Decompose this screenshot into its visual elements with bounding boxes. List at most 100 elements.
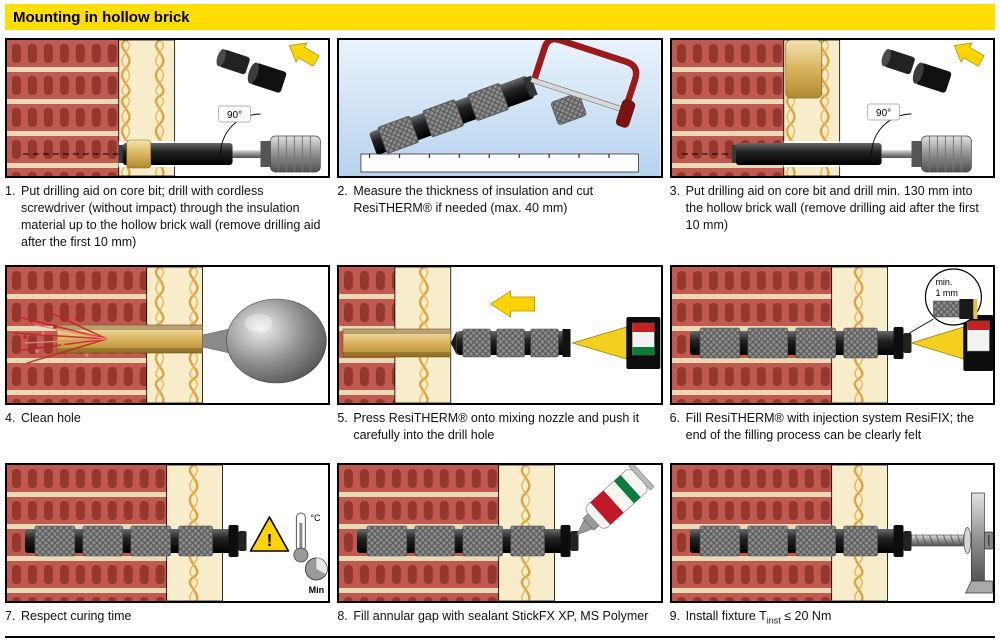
step-text-subscript: inst — [766, 615, 781, 626]
drill-chuck — [911, 135, 972, 173]
step-number: 3. — [669, 184, 681, 198]
inset-label-line2: 1 mm — [935, 288, 957, 298]
cut-piece — [551, 93, 587, 125]
sealant-tube — [576, 465, 655, 536]
step-number: 9. — [669, 609, 681, 623]
step-number: 2. — [337, 184, 348, 198]
clock-icon: Min — [304, 557, 328, 595]
resitherm-anchor — [451, 328, 571, 358]
warning-triangle-icon: ! — [249, 516, 290, 552]
step-text: Put drilling aid on core bit and drill m… — [685, 184, 979, 232]
angle-indicator: 90° — [866, 103, 912, 155]
drilling-aid-sleeve — [785, 40, 822, 99]
mixing-nozzle — [909, 326, 964, 360]
step-5-caption: 5. Press ResiTHERM® onto mixing nozzle a… — [337, 410, 662, 463]
resitherm-anchor — [689, 524, 912, 558]
step-text: Measure the thickness of insulation and … — [353, 184, 594, 215]
step-4-figure — [7, 267, 327, 403]
step-1-illustration: 90° — [5, 38, 331, 178]
thermometer-icon: °C — [293, 512, 321, 563]
drill-chuck — [260, 135, 321, 173]
step-6-figure: min. 1 mm — [671, 267, 993, 403]
washer — [963, 527, 971, 554]
step-7-caption: 7. Respect curing time — [5, 608, 330, 634]
step-number: 6. — [669, 411, 681, 425]
step-2-caption: 2. Measure the thickness of insulation a… — [337, 183, 662, 265]
inset-detail: min. 1 mm — [908, 268, 982, 334]
step-7-figure: ! °C Min — [7, 465, 328, 601]
step-9-caption: 9. Install fixture Tinst ≤ 20 Nm — [670, 608, 995, 634]
step-text-after: ≤ 20 Nm — [780, 609, 832, 623]
step-3: 90° 3. Put drilling — [669, 38, 995, 265]
step-1-caption: 1. Put drilling aid on core bit; drill w… — [5, 183, 330, 265]
drill-hole — [343, 328, 452, 358]
resitherm-anchor — [24, 524, 247, 558]
drill-hole — [56, 324, 203, 354]
step-5-figure — [339, 267, 661, 403]
step-text: Respect curing time — [21, 609, 132, 623]
fixture-screw — [910, 527, 971, 554]
injection-cartridge — [626, 317, 661, 369]
bottom-rule — [5, 636, 995, 638]
resitherm-anchor — [370, 75, 538, 155]
resitherm-anchor — [356, 524, 580, 558]
temperature-label: °C — [310, 513, 321, 523]
step-text: Fill ResiTHERM® with injection system Re… — [685, 411, 975, 442]
steps-row-1: 90° 1. Put drilling — [0, 38, 1000, 265]
step-text: Install fixture Tinst ≤ 20 Nm — [686, 608, 991, 634]
hacksaw-icon — [530, 40, 640, 128]
step-9-illustration — [669, 463, 995, 603]
step-3-illustration: 90° — [669, 38, 995, 178]
angle-indicator: 90° — [218, 105, 261, 155]
step-6: min. 1 mm 6. Fill ResiTHERM® with inject… — [669, 265, 995, 463]
step-4-caption: 4. Clean hole — [5, 410, 330, 463]
step-3-figure: 90° — [671, 40, 985, 176]
yellow-arrow-icon — [953, 42, 985, 67]
step-3-caption: 3. Put drilling aid on core bit and dril… — [670, 183, 995, 265]
blower-bulb — [202, 298, 327, 384]
drilling-aid-parts — [881, 49, 951, 93]
step-number: 5. — [337, 411, 348, 425]
angle-label: 90° — [227, 110, 242, 121]
step-9-figure — [671, 465, 993, 601]
step-2-illustration — [337, 38, 663, 178]
wall-section — [7, 40, 176, 176]
step-6-illustration: min. 1 mm — [669, 265, 995, 405]
page-header: Mounting in hollow brick — [5, 4, 995, 30]
step-number: 8. — [337, 609, 348, 623]
step-number: 4. — [5, 411, 16, 425]
step-text: Put drilling aid on core bit; drill with… — [21, 184, 321, 249]
ruler — [360, 153, 640, 173]
step-text: Fill annular gap with sealant StickFX XP… — [353, 609, 649, 623]
step-text: Press ResiTHERM® onto mixing nozzle and … — [353, 411, 640, 442]
step-8-figure — [339, 465, 655, 601]
step-9: 9. Install fixture Tinst ≤ 20 Nm — [669, 463, 995, 634]
step-2: 2. Measure the thickness of insulation a… — [337, 38, 663, 265]
step-5-illustration — [337, 265, 663, 405]
step-number: 7. — [5, 609, 16, 623]
drilling-aid-parts — [216, 49, 287, 93]
drilling-aid-ring — [126, 139, 151, 169]
svg-text:!: ! — [266, 530, 272, 550]
step-7: ! °C Min 7. Respect curing time — [5, 463, 331, 634]
injection-cartridge — [963, 315, 993, 371]
step-7-illustration: ! °C Min — [5, 463, 331, 603]
steps-row-2: 4. Clean hole — [0, 265, 1000, 463]
step-1: 90° 1. Put drilling — [5, 38, 331, 265]
step-4-illustration — [5, 265, 331, 405]
mixing-nozzle — [571, 326, 628, 360]
inset-label-line1: min. — [935, 277, 952, 287]
step-5: 5. Press ResiTHERM® onto mixing nozzle a… — [337, 265, 663, 463]
page-title: Mounting in hollow brick — [13, 8, 190, 26]
step-number: 1. — [5, 184, 16, 198]
time-label: Min — [309, 585, 324, 595]
core-bit — [731, 143, 912, 165]
step-1-figure: 90° — [7, 40, 321, 176]
dust-spray — [12, 310, 108, 364]
yellow-arrow-icon — [288, 42, 320, 67]
steps-row-3: ! °C Min 7. Respect curing time — [0, 463, 1000, 634]
core-bit — [118, 139, 261, 169]
step-8: 8. Fill annular gap with sealant StickFX… — [337, 463, 663, 634]
step-8-caption: 8. Fill annular gap with sealant StickFX… — [337, 608, 662, 634]
step-4: 4. Clean hole — [5, 265, 331, 463]
